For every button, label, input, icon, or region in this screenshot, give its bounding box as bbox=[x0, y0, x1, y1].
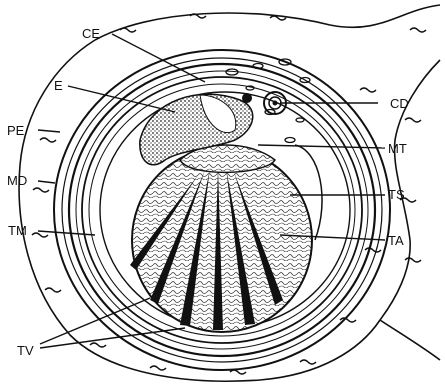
label-tv: TV bbox=[17, 343, 34, 358]
label-cd: CD bbox=[390, 96, 409, 111]
label-tm: TM bbox=[8, 223, 27, 238]
label-pe: PE bbox=[7, 123, 25, 138]
label-e: E bbox=[54, 78, 63, 93]
label-ts: TS bbox=[388, 187, 405, 202]
vessel-dot bbox=[242, 93, 252, 103]
label-md: MD bbox=[7, 173, 27, 188]
label-mt: MT bbox=[388, 141, 407, 156]
label-ce: CE bbox=[82, 26, 100, 41]
label-ta: TA bbox=[388, 233, 404, 248]
